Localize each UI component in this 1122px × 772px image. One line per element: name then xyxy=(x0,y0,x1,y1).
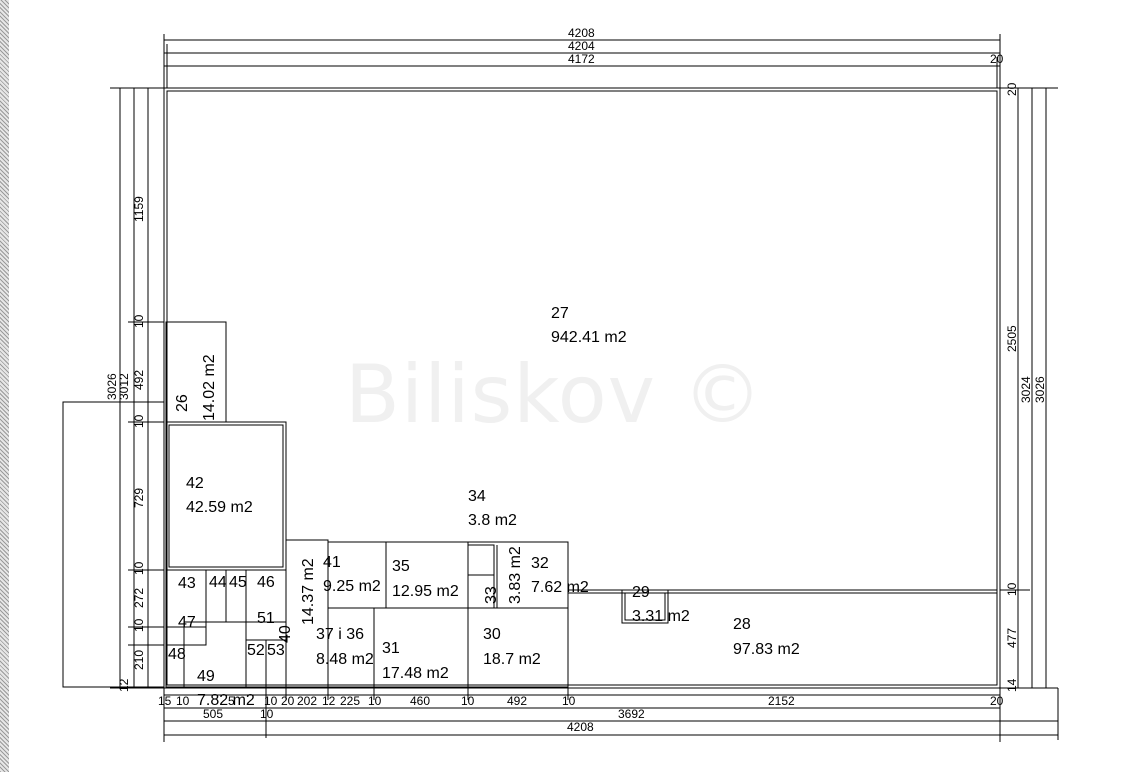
dim-left-total: 3026 xyxy=(105,373,119,400)
room-30-area: 18.7 m2 xyxy=(483,651,541,668)
dim-bottom2-3: 3692 xyxy=(618,707,645,721)
dim-left-inner: 3012 xyxy=(117,373,131,400)
dim-bottom-11: 10 xyxy=(461,694,475,708)
annex-outline xyxy=(62,401,165,688)
room-43-id: 43 xyxy=(178,575,196,592)
room-49-outline xyxy=(183,621,247,688)
room-33-id: 33 xyxy=(483,586,500,604)
room-34-id: 34 xyxy=(468,488,486,505)
dim-left-8: 10 xyxy=(132,618,146,632)
dim-bottom-1: 15 xyxy=(158,694,172,708)
dim-bottom-6: 202 xyxy=(297,694,317,708)
dim-bottom-8: 225 xyxy=(340,694,360,708)
dim-bottom-10: 460 xyxy=(410,694,430,708)
room-29-outline xyxy=(621,589,669,624)
room-51-id: 51 xyxy=(257,610,275,627)
room-37-36-id: 37 i 36 xyxy=(316,626,364,643)
dim-right-5: 14 xyxy=(1005,678,1019,692)
dim-left-10: 12 xyxy=(117,678,131,692)
dim-left-9: 210 xyxy=(132,650,146,670)
dim-bottom-9: 10 xyxy=(368,694,382,708)
dim-left-3: 492 xyxy=(132,370,146,390)
room-34-area: 3.8 m2 xyxy=(468,512,517,529)
outer-wall xyxy=(163,87,1001,689)
dim-bottom-7: 12 xyxy=(322,694,336,708)
inner-wall xyxy=(166,90,998,686)
room-28-area: 97.83 m2 xyxy=(733,641,800,658)
room-42-outline xyxy=(165,421,287,571)
dim-bottom-14: 2152 xyxy=(768,694,795,708)
dim-left-2: 10 xyxy=(132,314,146,328)
dim-top-inner: 4204 xyxy=(568,39,595,53)
dim-bottom-5: 20 xyxy=(281,694,295,708)
dim-bottom-12: 492 xyxy=(507,694,527,708)
dim-right-2: 10 xyxy=(1005,582,1019,596)
dim-bottom-3: 5 xyxy=(228,694,235,708)
room-32-id: 32 xyxy=(531,555,549,572)
dim-right-4: 20 xyxy=(1005,82,1019,96)
room-49-id: 49 xyxy=(197,668,215,685)
room-29-id: 29 xyxy=(632,584,650,601)
dim-left-4: 10 xyxy=(132,414,146,428)
dim-right-3: 477 xyxy=(1005,628,1019,648)
dim-bottom2-2: 10 xyxy=(260,707,274,721)
dim-bottom-15: 20 xyxy=(990,694,1004,708)
dim-top-wall: 20 xyxy=(990,52,1004,66)
room-52-id: 52 xyxy=(247,642,265,659)
dim-bottom2-1: 505 xyxy=(203,707,223,721)
dim-top-clear: 4172 xyxy=(568,52,595,66)
room-37-36-area: 8.48 m2 xyxy=(316,651,374,668)
dim-bottom-4: 10 xyxy=(264,694,278,708)
room-41-outline xyxy=(327,541,387,609)
room-29-area: 3.31 m2 xyxy=(632,608,690,625)
room-33-outline xyxy=(467,544,495,576)
room-42-id: 42 xyxy=(186,475,204,492)
room-40-id: 40 xyxy=(277,625,294,643)
room-40-area: 14.37 m2 xyxy=(300,558,317,625)
room-42-area: 42.59 m2 xyxy=(186,499,253,516)
room-49-area: 7.82 m2 xyxy=(197,692,255,709)
room-35-id: 35 xyxy=(392,558,410,575)
dim-bottom-13: 10 xyxy=(562,694,576,708)
room-46-id: 46 xyxy=(257,574,275,591)
room-27-area: 942.41 m2 xyxy=(551,329,627,346)
dim-right-inner: 3024 xyxy=(1019,376,1033,403)
room-30-outline xyxy=(467,607,569,688)
dim-left-1: 1159 xyxy=(132,196,146,222)
room-41-area: 9.25 m2 xyxy=(323,578,381,595)
room-28-id: 28 xyxy=(733,616,751,633)
room-32-area: 7.62 m2 xyxy=(531,579,589,596)
dim-left-7: 272 xyxy=(132,588,146,608)
dim-bottom-total: 4208 xyxy=(567,720,594,734)
dim-left-5: 729 xyxy=(132,488,146,508)
room-26-area: 14.02 m2 xyxy=(201,354,218,421)
room-47-id: 47 xyxy=(178,614,196,631)
room-37-36-outline xyxy=(327,607,375,688)
room-35-area: 12.95 m2 xyxy=(392,583,459,600)
dim-top-total: 4208 xyxy=(568,26,595,40)
dim-right-total: 3026 xyxy=(1033,376,1047,403)
room-26-id: 26 xyxy=(174,394,191,412)
dim-bottom-2: 10 xyxy=(176,694,190,708)
room-27-id: 27 xyxy=(551,305,569,322)
room-53-id: 53 xyxy=(267,642,285,659)
dim-right-1: 2505 xyxy=(1005,325,1019,352)
room-31-area: 17.48 m2 xyxy=(382,665,449,682)
window-edge xyxy=(0,0,9,772)
room-30-id: 30 xyxy=(483,626,501,643)
room-31-id: 31 xyxy=(382,640,400,657)
dim-left-6: 10 xyxy=(132,561,146,575)
room-33-area: 3.83 m2 xyxy=(507,546,524,604)
room-41-id: 41 xyxy=(323,554,341,571)
room-48-id: 48 xyxy=(168,646,186,663)
room-45-id: 45 xyxy=(229,574,247,591)
room-44-id: 44 xyxy=(209,574,227,591)
